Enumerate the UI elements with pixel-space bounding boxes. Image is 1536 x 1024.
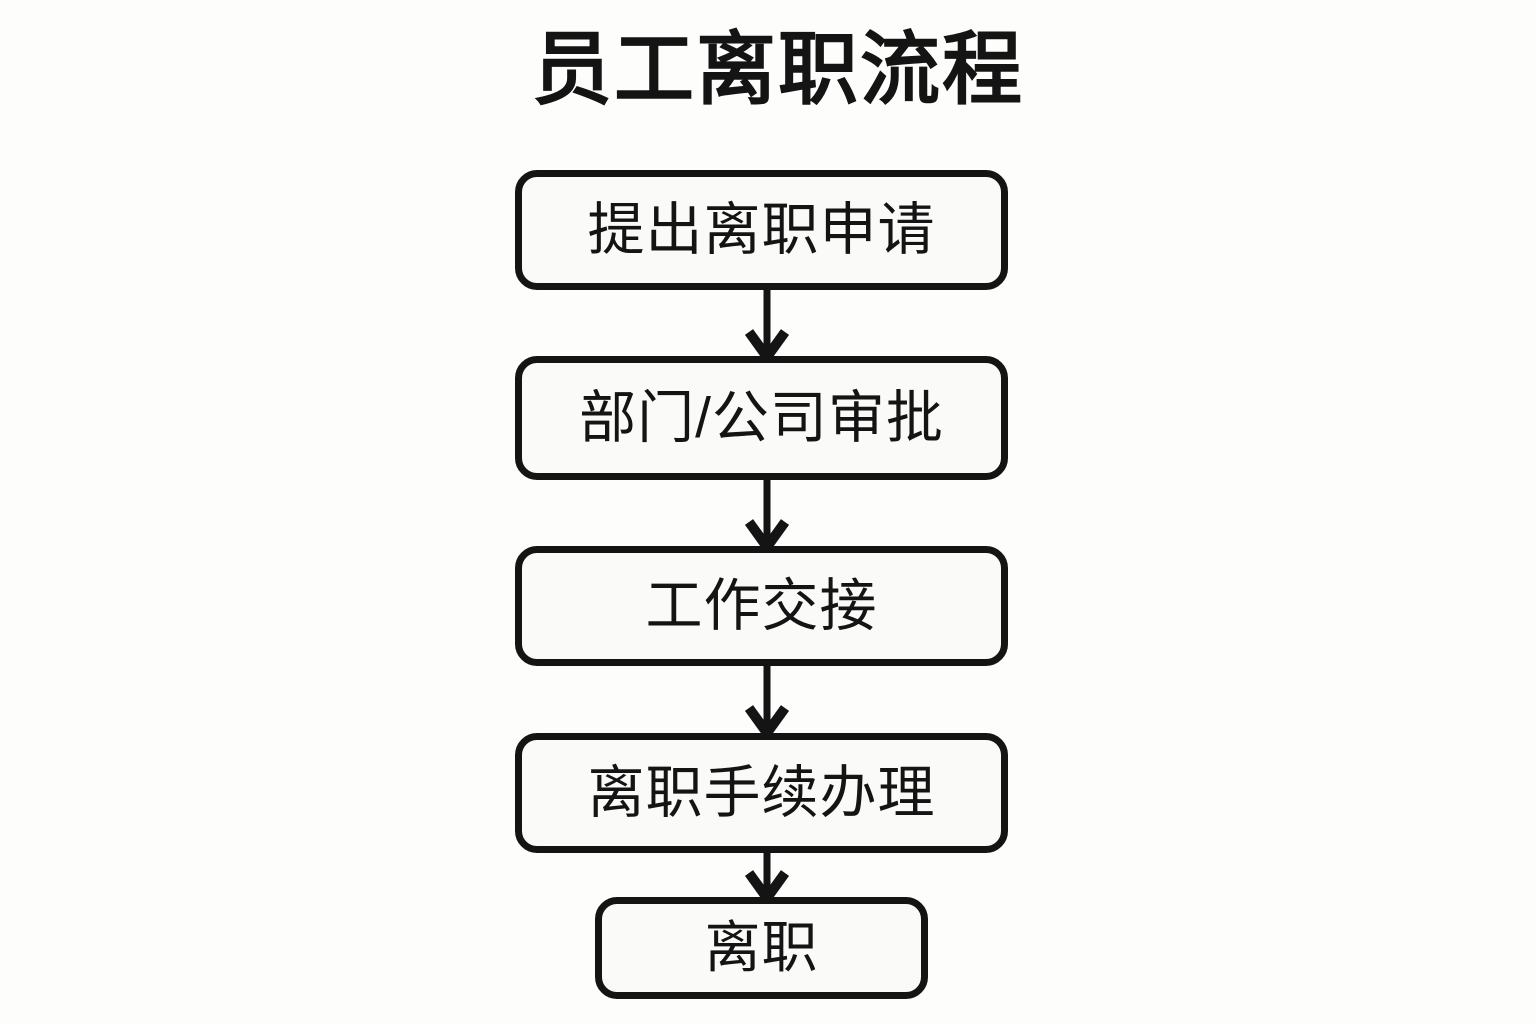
page-title: 员工离职流程 (532, 25, 1024, 114)
flow-node-label: 工作交接 (645, 573, 878, 638)
flow-node-label: 部门/公司审批 (579, 385, 944, 450)
arrow-down-icon-handover-to-formality (744, 664, 790, 742)
flow-node-label: 提出离职申请 (587, 197, 936, 262)
flow-node-apply[interactable]: 提出离职申请 (515, 170, 1008, 290)
flow-node-label: 离职 (704, 916, 819, 979)
arrow-down-icon-formality-to-departed (744, 851, 790, 907)
arrow-down-icon-approval-to-handover (744, 478, 790, 556)
flow-node-departed[interactable]: 离职 (595, 897, 928, 999)
flow-node-approval[interactable]: 部门/公司审批 (515, 356, 1008, 480)
flow-node-formality[interactable]: 离职手续办理 (515, 733, 1008, 853)
arrow-down-icon-apply-to-approval (744, 288, 790, 366)
flow-node-handover[interactable]: 工作交接 (515, 546, 1008, 666)
flow-node-label: 离职手续办理 (587, 760, 936, 825)
